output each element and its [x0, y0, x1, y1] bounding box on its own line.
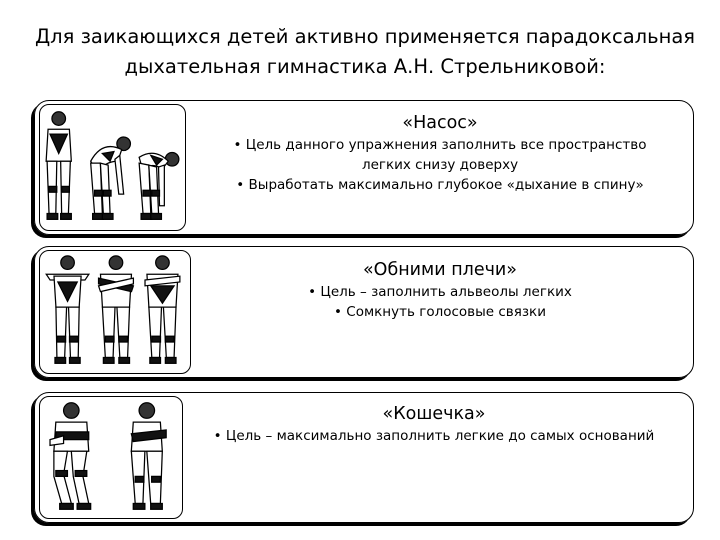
pump-exercise-text: «Насос» • Цель данного упражнения заполн… — [195, 101, 685, 234]
hug-shoulders-heading: «Обними плечи» — [362, 260, 518, 280]
hug-shoulders-goal-line-1: • Цель – заполнить альвеолы легких — [308, 284, 572, 300]
hug-shoulders-text: «Обними плечи» • Цель – заполнить альвео… — [195, 247, 685, 377]
cat-figures-drawing — [49, 402, 167, 510]
pump-exercise-illustration — [39, 104, 186, 231]
cat-exercise-illustration — [39, 396, 183, 519]
exercise-card-hug-shoulders: «Обними плечи» • Цель – заполнить альвео… — [34, 246, 694, 378]
hug-shoulders-illustration — [39, 250, 191, 374]
pump-figures-drawing — [45, 111, 180, 220]
exercise-card-cat: «Кошечка» • Цель – максимально заполнить… — [34, 392, 694, 523]
pump-exercise-heading: «Насос» — [402, 113, 478, 133]
exercise-card-pump: «Насос» • Цель данного упражнения заполн… — [34, 100, 694, 235]
cat-exercise-text: «Кошечка» • Цель – максимально заполнить… — [183, 393, 685, 522]
hug-shoulders-goal-line-2: • Сомкнуть голосовые связки — [334, 304, 546, 320]
pump-goal-line-3: • Выработать максимально глубокое «дыхан… — [236, 177, 644, 193]
cat-exercise-heading: «Кошечка» — [382, 404, 486, 424]
cat-goal-line-1: • Цель – максимально заполнить легкие до… — [213, 428, 655, 444]
title-line-1: Для заикающихся детей активно применяетс… — [34, 25, 696, 48]
pump-goal-line-1: • Цель данного упражнения заполнить все … — [233, 137, 647, 153]
page-title: Для заикающихся детей активно применяетс… — [20, 22, 710, 82]
pump-goal-line-2: легких снизу доверху — [361, 157, 519, 173]
hug-shoulders-figures-drawing — [45, 255, 181, 364]
title-line-2: дыхательная гимнастика А.Н. Стрельниково… — [124, 55, 606, 78]
